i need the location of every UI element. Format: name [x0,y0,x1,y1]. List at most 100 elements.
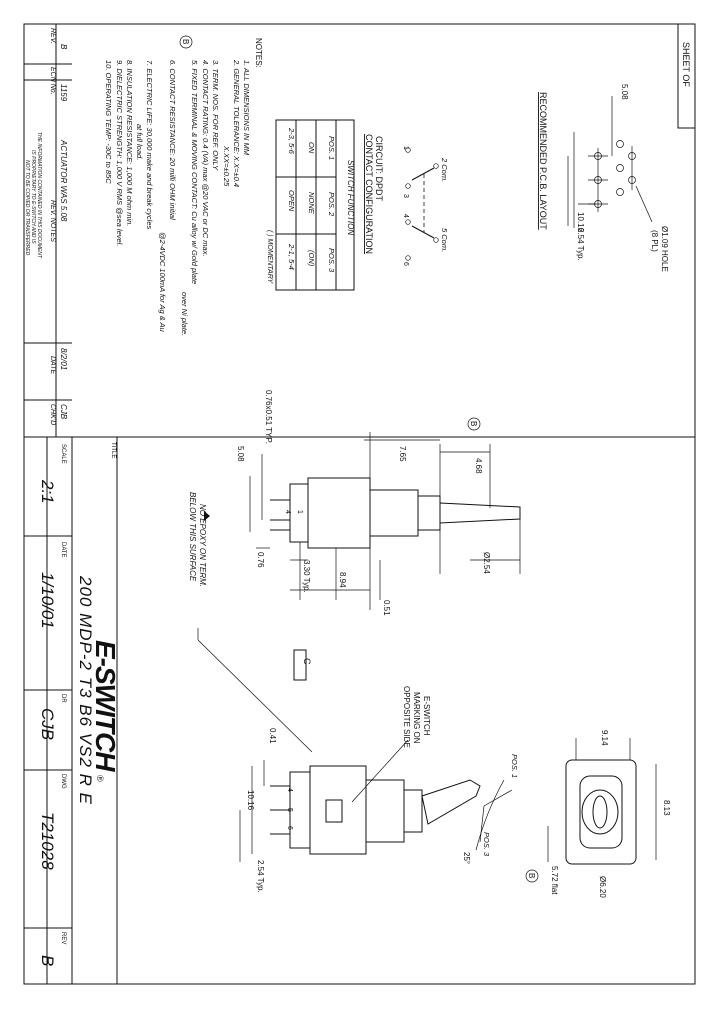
switch-function-header: SWITCH FUNCTION [346,160,355,235]
pcb-dim-1016: 10.16 [576,212,585,233]
side-bushing [369,489,419,537]
side-term-4: 4 [284,510,291,514]
e-switch-logo: E-SWITCH [90,640,121,772]
dim-041: 0.41 [268,728,277,744]
title-label: TITLE [110,442,116,458]
note-10: 10. OPERATING TEMP: -30C to 85C [104,60,113,184]
note-9: 9. DIELECTRIC STRENGTH: 1,000 V RMS @sea… [115,60,124,246]
note-1: 1. ALL DIMENSIONS IN MM [242,60,251,156]
dim-894: 8.94 [338,572,347,588]
top-rev-marker: B [525,869,539,883]
cell-21-54: 2-1, 5-4 [287,243,296,270]
note-6b: @2-4VDC 100mA for Ag & Au [158,232,167,333]
section-c-tag: C [302,658,312,665]
confidential-line-2: IS PROPRIETARY TO E-SWITCH AND IS [30,150,36,244]
col-pos2: POS. 2 [327,192,336,217]
dr-value: CJB [38,708,57,740]
pcb-caption: RECOMMENDED P.C.B. LAYOUT [538,92,548,230]
top-actuator-tip [592,795,608,829]
dim-914: 9.14 [600,730,609,746]
confidential-line-3: NOT TO BE COPIED OR TRANSFERRED [24,160,30,256]
rev-cell: B [59,44,68,50]
dim-dia254: Ø2.54 [482,552,491,574]
pcb-dim-254: 2.54 Typ. [576,228,585,261]
front-term-5: 5 [286,808,293,812]
pcb-layout: RECOMMENDED P.C.B. LAYOUT Ø1.09 HOLE (8 … [538,84,669,272]
marking-line-2: MARKING ON [412,692,421,744]
marking-line-1: E-SWITCH [422,696,431,736]
dim-765: 7.65 [398,446,407,462]
date-col-header: DATE [49,356,56,374]
cell-23-56: 2-3, 5-6 [287,127,296,155]
pos1-label: POS. 1 [510,754,519,778]
com-left-label: 2 Com. [440,157,449,182]
note-7b: at full load. [135,124,144,160]
pcb-hole-label: Ø1.09 HOLE [660,226,669,272]
cell-none: NONE [307,192,316,215]
term-3: 3 [402,194,409,198]
top-bushing [581,789,619,835]
note-2: 2. GENERAL TOLERANCE: X.X=±0.4 [232,59,241,187]
col-pos1: POS. 1 [327,136,336,160]
circuit-caption: CIRCUIT: DPDT [374,136,384,202]
svg-text:B: B [469,421,478,426]
term-4: 4 [402,214,409,218]
below-surface-note: BELOW THIS SURFACE [188,492,197,582]
top-view: 9.14 8.13 Ø6.20 5.72 flat POS. 1 POS. 3 … [462,730,671,898]
notes-cell: ACTUATOR WAS 5.08 [59,139,68,222]
date-cell: 8/2/01 [59,348,68,370]
note-7: 7. ELECTRIC LIFE: 30,000 make and break … [145,60,154,229]
front-bushing [365,779,405,843]
chkd-cell: CJB [59,404,68,420]
dim-076x051: 0.76x0.51 TYP. [264,390,273,444]
notes-rev-marker: B [179,35,193,49]
side-rev-marker: B [467,417,481,431]
term-1: 1 [402,146,409,150]
note-6: 6. CONTACT RESISTANCE: 20 milli OHM init… [168,60,177,220]
note-5: 5. FIXED TERMINAL & MOVING CONTACT: Cu a… [190,60,199,284]
dim-254-front: 2.54 Typ. [256,860,265,893]
cell-open: OPEN [287,190,296,212]
registered-mark: ® [95,775,105,782]
ecn-cell: 1159 [59,84,68,102]
note-8: 8. INSULATION RESISTANCE: 1,000 M ohm mi… [125,60,134,226]
front-term-4: 4 [286,788,293,792]
dim-051: 0.51 [382,600,391,616]
notes-block: NOTES: 1. ALL DIMENSIONS IN MM 2. GENERA… [104,35,263,336]
angle-25: 25° [462,852,471,864]
drawing-title: 200 MDP-2 T3 B6 VS2 R E [76,575,95,805]
rev-col-header: REV. [49,28,56,44]
sheet-of-box: SHEET OF [677,23,696,129]
note-3: 3. TERM. NOS. FOR REF. ONLY [211,60,220,171]
notes-col-header: REV. NOTES [49,200,56,242]
dr-label: DR [60,694,66,703]
note-4: 4. CONTACT RATING: 0.4 (VA) max @20 VAC … [201,60,210,257]
date-label: DATE [60,542,66,558]
scale-value: 2:1 [38,479,57,504]
side-actuator [439,502,521,524]
front-actuator [421,779,481,825]
dim-1016-front: 10.16 [246,790,255,811]
dim-572-flat: 5.72 flat [550,866,559,895]
no-epoxy-note: NO EPOXY ON TERM. [198,504,207,587]
dim-330: 3.30 Typ. [302,560,311,593]
ecn-col-header: ECN No. [49,67,56,95]
front-body [309,765,367,855]
chkd-col-header: CHK'D [49,404,56,425]
side-view: B 1 4 4.68 7.65 Ø2.54 5.08 0.76x0.51 TYP… [188,390,521,753]
sheet-border [23,23,696,985]
date-value: 1/10/01 [38,572,57,629]
top-body [565,759,637,865]
cell-on: ON [307,142,316,154]
dwg-value: T21028 [38,812,57,870]
col-pos3: POS. 3 [327,248,336,273]
momentary-footnote: ( ) MOMENTARY [266,230,273,285]
pos3-label: POS. 3 [482,832,491,857]
dim-508-side: 5.08 [236,446,245,462]
dim-468: 4.68 [474,458,483,474]
pcb-dim-508: 5.08 [620,84,629,100]
dim-076: 0.76 [256,552,265,568]
side-body [307,477,371,549]
notes-heading: NOTES: [254,38,263,68]
